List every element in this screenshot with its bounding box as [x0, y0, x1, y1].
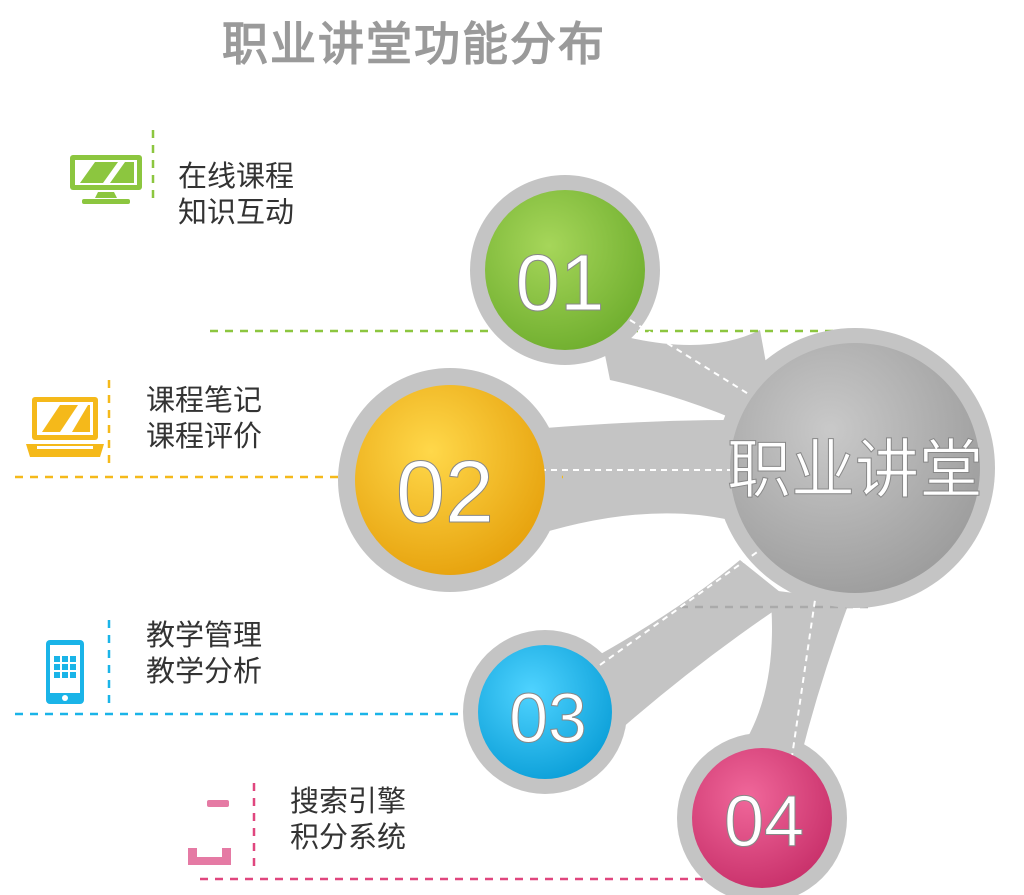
inner-connectors	[540, 319, 816, 771]
node-01-label: 在线课程 知识互动	[178, 158, 294, 230]
node-02-label: 课程笔记 课程评价	[146, 382, 262, 454]
phone-icon	[188, 800, 231, 865]
monitor-icon	[70, 155, 142, 204]
center-circle	[730, 343, 980, 593]
node-03-number: 03	[509, 679, 587, 757]
node-04-number: 04	[724, 782, 804, 862]
tablet-icon	[46, 640, 84, 704]
label-line: 教学管理	[146, 618, 263, 652]
label-line: 教学分析	[146, 654, 263, 688]
node-02-circle	[355, 385, 545, 575]
node-01-number: 01	[516, 238, 605, 327]
node-03-label: 教学管理 教学分析	[146, 617, 262, 689]
node-04-label: 搜索引擎 积分系统	[290, 783, 406, 855]
label-line: 在线课程	[178, 159, 295, 193]
center-label: 职业讲堂	[727, 434, 983, 506]
label-line: 课程笔记	[146, 383, 263, 417]
node-04-circle	[692, 748, 832, 888]
node-03-circle	[478, 645, 612, 779]
page-title: 职业讲堂功能分布	[222, 17, 606, 71]
label-line: 搜索引擎	[290, 784, 407, 818]
node-02-number: 02	[396, 442, 494, 541]
label-line: 知识互动	[178, 195, 295, 229]
label-line: 课程评价	[146, 419, 263, 453]
node-01-circle	[485, 190, 645, 350]
laptop-icon	[26, 397, 104, 457]
label-line: 积分系统	[290, 820, 407, 854]
